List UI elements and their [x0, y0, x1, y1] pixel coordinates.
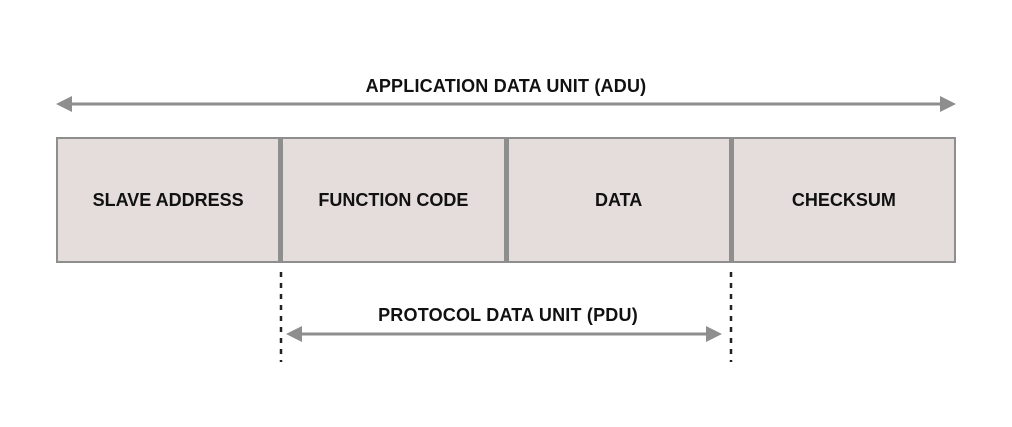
field-data-label: DATA — [594, 189, 643, 210]
adu-label: APPLICATION DATA UNIT (ADU) — [365, 76, 647, 96]
pdu-label: PROTOCOL DATA UNIT (PDU) — [378, 305, 638, 325]
field-checksum-label: CHECKSUM — [791, 189, 896, 210]
field-function-code: FUNCTION CODE — [280, 137, 506, 263]
field-slave-address-label: SLAVE ADDRESS — [92, 189, 244, 210]
field-function-code-label: FUNCTION CODE — [318, 189, 469, 210]
pdu-arrow-right-head — [706, 326, 722, 342]
adu-arrow-right-head — [940, 96, 956, 112]
field-checksum: CHECKSUM — [730, 137, 956, 263]
pdu-arrow-left-head — [286, 326, 302, 342]
pdu-arrow — [286, 326, 722, 342]
adu-arrow — [56, 96, 956, 112]
adu-arrow-left-head — [56, 96, 72, 112]
adu-frame: SLAVE ADDRESS FUNCTION CODE DATA CHECKSU… — [56, 137, 956, 263]
field-slave-address: SLAVE ADDRESS — [56, 137, 281, 263]
field-data: DATA — [505, 137, 731, 263]
